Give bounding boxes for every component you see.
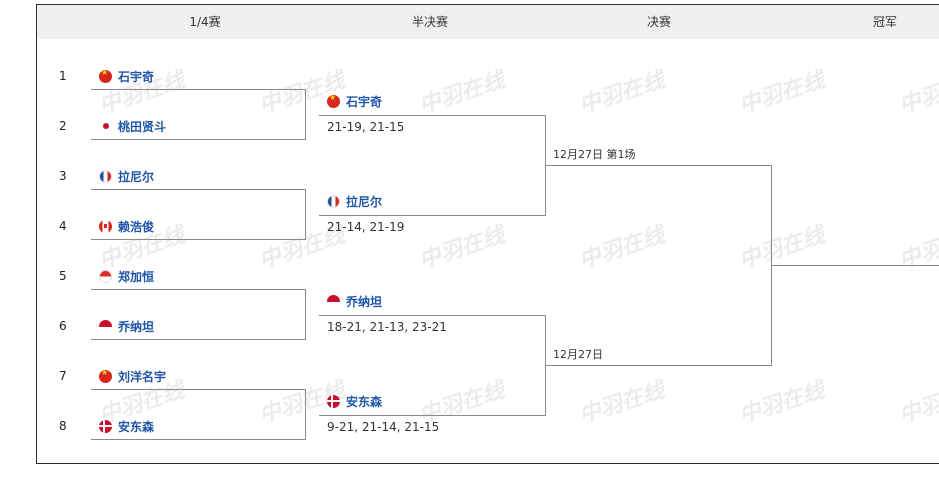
- seed-number: 7: [59, 369, 67, 383]
- sf-player-3[interactable]: 乔纳坦: [327, 292, 382, 310]
- sf-player-4[interactable]: 安东森: [327, 392, 382, 410]
- watermark: 中羽在线: [416, 222, 508, 274]
- qf-player-7[interactable]: 刘洋名宇: [99, 367, 166, 385]
- watermark: 中羽在线: [576, 67, 668, 119]
- bracket-line: [771, 265, 939, 266]
- player-name: 安东森: [118, 419, 155, 434]
- seed-number: 3: [59, 169, 67, 183]
- match-score: 18-21, 21-13, 23-21: [327, 320, 447, 334]
- qf-player-5[interactable]: 郑加恒: [99, 267, 154, 285]
- player-name: 拉尼尔: [346, 194, 383, 209]
- player-name: 拉尼尔: [118, 169, 155, 184]
- watermark: 中羽在线: [736, 377, 828, 429]
- china-flag-icon: [327, 94, 340, 108]
- player-name: 石宇奇: [346, 94, 383, 109]
- player-name: 石宇奇: [118, 69, 155, 84]
- bracket-line: [91, 239, 305, 240]
- player-name: 郑加恒: [118, 269, 155, 284]
- player-name: 乔纳坦: [346, 294, 383, 309]
- round-label-semifinal: 半决赛: [411, 15, 449, 29]
- bracket-line: [545, 165, 771, 166]
- bracket-line: [305, 289, 306, 340]
- match-score: 21-19, 21-15: [327, 120, 405, 134]
- singapore-flag-icon: [99, 269, 112, 283]
- japan-flag-icon: [99, 119, 112, 133]
- canada-flag-icon: [99, 219, 112, 233]
- rounds-header: 1/4赛 半决赛 决赛 冠军: [37, 5, 939, 39]
- indonesia-flag-icon: [99, 319, 112, 333]
- qf-player-4[interactable]: 赖浩俊: [99, 217, 154, 235]
- round-label-final: 决赛: [646, 15, 672, 29]
- bracket-container: 1/4赛 半决赛 决赛 冠军 中羽在线 中羽在线 中羽在线 中羽在线 中羽在线 …: [36, 4, 939, 464]
- seed-number: 6: [59, 319, 67, 333]
- watermark: 中羽在线: [896, 67, 939, 119]
- bracket-line: [91, 439, 305, 440]
- player-name: 赖浩俊: [118, 219, 155, 234]
- qf-player-3[interactable]: 拉尼尔: [99, 167, 154, 185]
- player-name: 乔纳坦: [118, 319, 155, 334]
- round-label-quarterfinal: 1/4赛: [189, 15, 221, 29]
- player-name: 安东森: [346, 394, 383, 409]
- qf-player-8[interactable]: 安东森: [99, 417, 154, 435]
- denmark-flag-icon: [327, 394, 340, 408]
- seed-number: 1: [59, 69, 67, 83]
- france-flag-icon: [99, 169, 112, 183]
- qf-player-1[interactable]: 石宇奇: [99, 67, 154, 85]
- bracket-line: [319, 215, 545, 216]
- sf-player-2[interactable]: 拉尼尔: [327, 192, 382, 210]
- seed-number: 8: [59, 419, 67, 433]
- player-name: 刘洋名宇: [118, 369, 167, 384]
- bracket-line: [91, 289, 305, 290]
- bracket-line: [545, 365, 771, 366]
- bracket-line: [319, 415, 545, 416]
- watermark: 中羽在线: [736, 67, 828, 119]
- indonesia-flag-icon: [327, 294, 340, 308]
- sf-player-1[interactable]: 石宇奇: [327, 92, 382, 110]
- bracket-line: [319, 315, 545, 316]
- qf-player-6[interactable]: 乔纳坦: [99, 317, 154, 335]
- bracket-line: [319, 115, 545, 116]
- china-flag-icon: [99, 369, 112, 383]
- final-match-info: 12月27日: [553, 348, 603, 361]
- bracket-line: [91, 189, 305, 190]
- match-score: 21-14, 21-19: [327, 220, 405, 234]
- bracket-line: [91, 339, 305, 340]
- bracket-line: [91, 89, 305, 90]
- qf-player-2[interactable]: 桃田贤斗: [99, 117, 166, 135]
- watermark: 中羽在线: [896, 377, 939, 429]
- watermark: 中羽在线: [576, 222, 668, 274]
- denmark-flag-icon: [99, 419, 112, 433]
- seed-number: 4: [59, 219, 67, 233]
- france-flag-icon: [327, 194, 340, 208]
- bracket-line: [305, 389, 306, 440]
- bracket-line: [305, 89, 306, 140]
- watermark: 中羽在线: [576, 377, 668, 429]
- bracket-line: [91, 389, 305, 390]
- round-label-champion: 冠军: [872, 15, 898, 29]
- watermark: 中羽在线: [416, 67, 508, 119]
- watermark: 中羽在线: [256, 67, 348, 119]
- seed-number: 2: [59, 119, 67, 133]
- watermark: 中羽在线: [896, 222, 939, 274]
- final-match-info: 12月27日 第1场: [553, 148, 636, 161]
- seed-number: 5: [59, 269, 67, 283]
- watermark: 中羽在线: [736, 222, 828, 274]
- bracket-line: [305, 189, 306, 240]
- china-flag-icon: [99, 69, 112, 83]
- player-name: 桃田贤斗: [118, 119, 167, 134]
- bracket-line: [91, 139, 305, 140]
- match-score: 9-21, 21-14, 21-15: [327, 420, 440, 434]
